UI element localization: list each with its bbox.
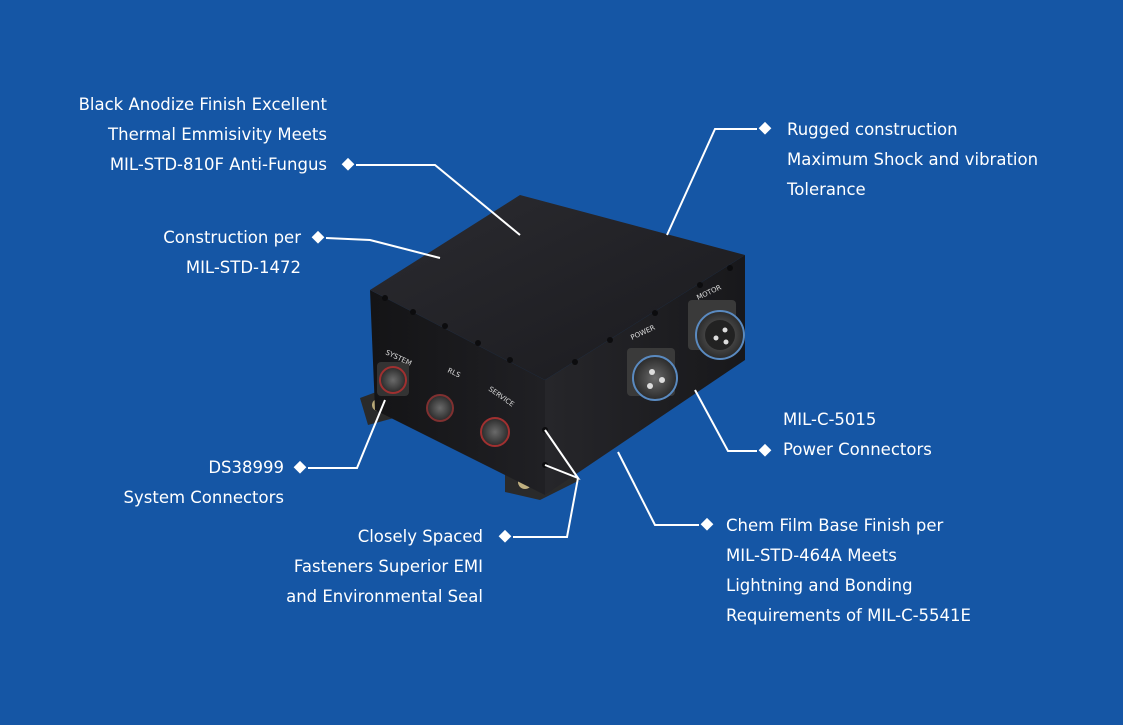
callout-line: and Environmental Seal xyxy=(286,587,483,606)
callout-anodize-finish: Black Anodize Finish Excellent Thermal E… xyxy=(79,90,327,180)
callout-rugged: Rugged construction Maximum Shock and vi… xyxy=(787,115,1038,205)
callout-line: Closely Spaced xyxy=(357,527,483,546)
callout-line: MIL-C-5015 xyxy=(783,410,877,429)
callout-line: Rugged construction xyxy=(787,120,958,139)
callout-power-connectors: MIL-C-5015 Power Connectors xyxy=(783,405,932,465)
callout-chem-film: Chem Film Base Finish per MIL-STD-464A M… xyxy=(726,511,971,631)
callout-line: DS38999 xyxy=(208,458,284,477)
callout-line: Black Anodize Finish Excellent xyxy=(78,95,327,114)
callout-line: Construction per xyxy=(163,228,301,247)
callout-line: System Connectors xyxy=(123,488,284,507)
callout-construction: Construction per MIL-STD-1472 xyxy=(163,223,301,283)
callout-line: MIL-STD-810F Anti-Fungus xyxy=(109,155,327,174)
callout-line: MIL-STD-1472 xyxy=(185,258,301,277)
callout-line: Tolerance xyxy=(787,180,866,199)
callout-line: Lightning and Bonding xyxy=(726,576,913,595)
callout-line: Fasteners Superior EMI xyxy=(293,557,483,576)
callout-line: Chem Film Base Finish per xyxy=(726,516,944,535)
callout-line: Thermal Emmisivity Meets xyxy=(108,125,327,144)
connector-power: POWER xyxy=(627,324,678,401)
callout-line: MIL-STD-464A Meets xyxy=(726,546,897,565)
callout-line: Maximum Shock and vibration xyxy=(787,150,1039,169)
connector-rls: RLS xyxy=(426,367,462,422)
leader-lines xyxy=(308,128,757,538)
callout-line: Power Connectors xyxy=(783,440,932,459)
callout-line: Requirements of MIL-C-5541E xyxy=(726,606,971,625)
callout-system-connectors: DS38999 System Connectors xyxy=(124,453,284,513)
connector-motor: MOTOR xyxy=(688,283,745,360)
callout-fasteners: Closely Spaced Fasteners Superior EMI an… xyxy=(286,522,483,612)
fasteners xyxy=(382,265,733,468)
connector-system: SYSTEM xyxy=(377,349,413,396)
enclosure-top-face xyxy=(370,195,745,380)
